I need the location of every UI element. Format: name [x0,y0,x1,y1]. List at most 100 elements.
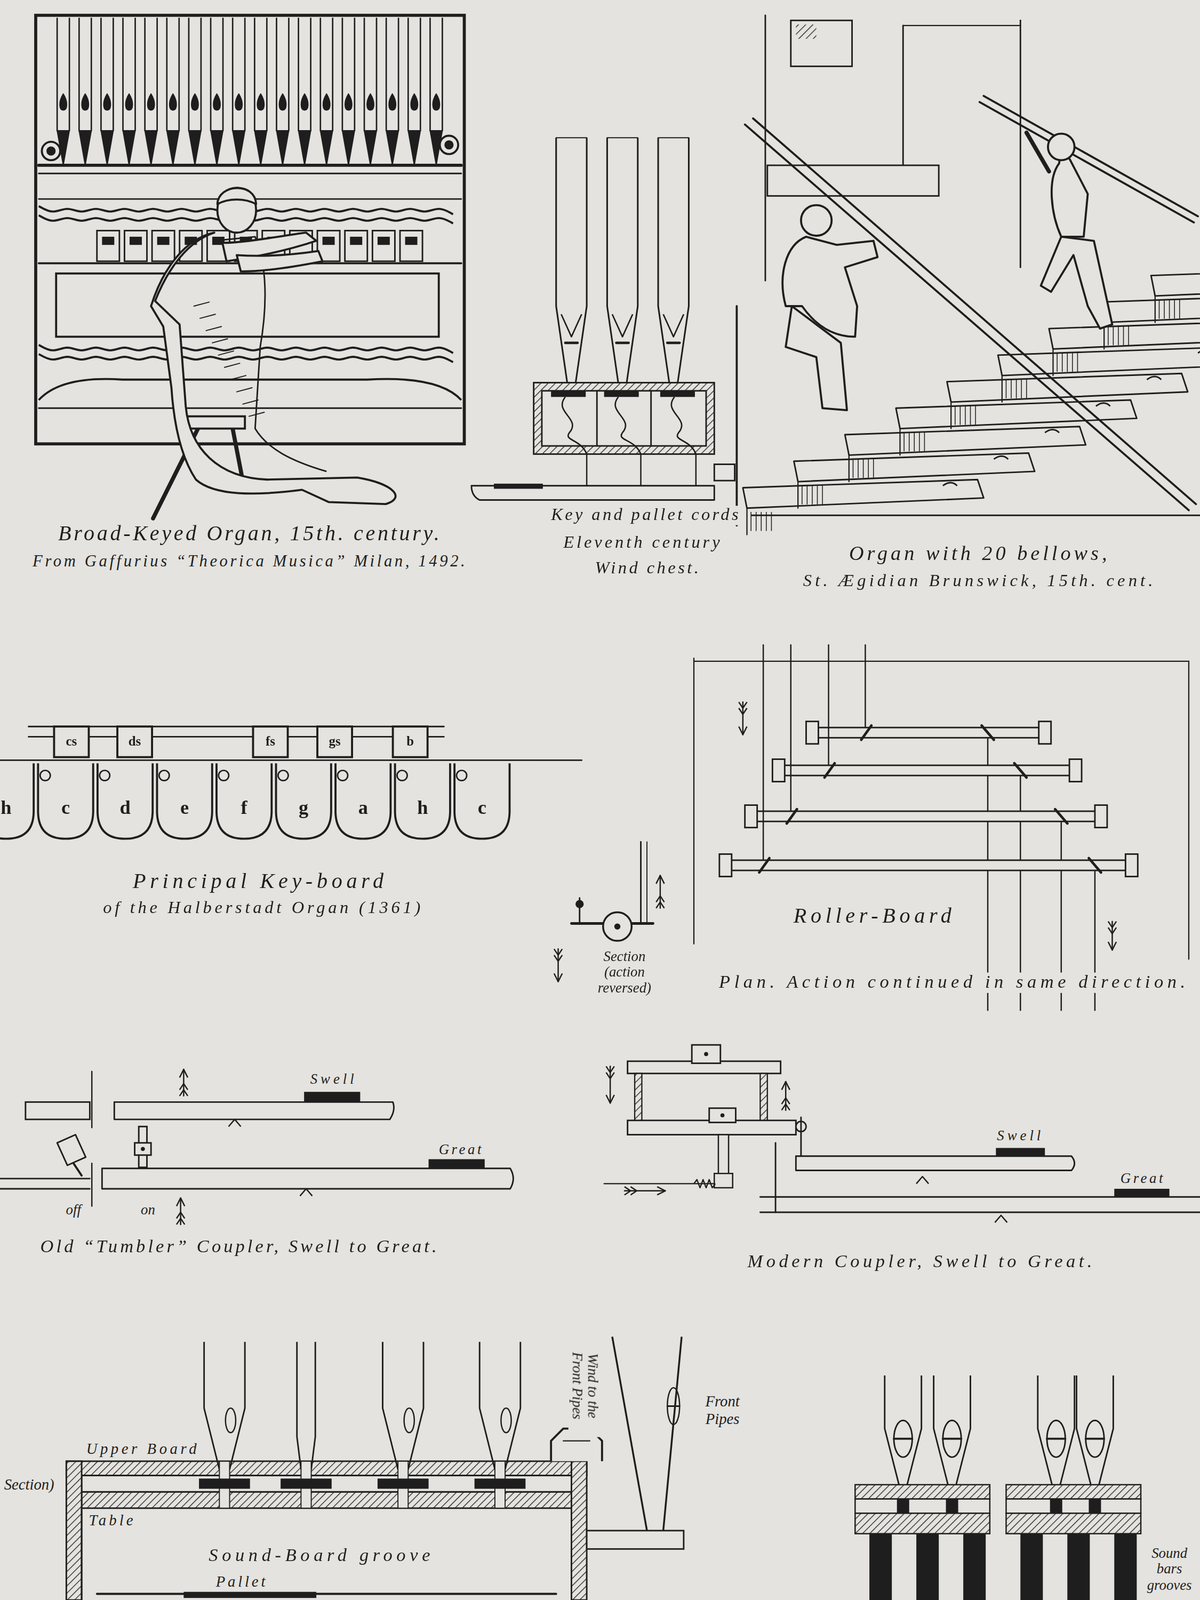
robe-hatching [218,350,234,356]
motion-arrow [179,1069,188,1096]
pallet [550,390,586,397]
pipe-mouth [410,93,418,111]
pipe-mouth [225,1408,236,1433]
broad-keyed-organ-illustration [35,15,465,519]
organ-pipe [505,1341,521,1470]
arrow-head [781,1081,790,1090]
robe-hatching [230,375,246,380]
scroll-ornament [444,140,453,149]
upper-key [393,726,428,757]
slider [474,1478,526,1489]
sound-bar [963,1533,986,1600]
tracker [790,644,792,811]
wall-line [764,15,767,281]
arrow-feather [176,1212,185,1219]
coupler-pin [720,1113,725,1118]
roller-arm [758,858,770,873]
bellows-hatching [852,459,854,478]
bellows-hatching [1072,353,1074,372]
part-label: Section) [2,1476,57,1494]
roller-bearing [1094,805,1108,828]
guide-line [604,1182,715,1184]
organ-pipe [363,18,366,131]
table-board [1005,1513,1141,1534]
robe-hatching [212,338,228,343]
bellows-hatching [817,485,819,504]
bellows-board [1100,293,1200,323]
upper-board [1005,1484,1141,1500]
pipe-foot [386,130,399,166]
pipe-mouth [432,93,440,111]
figure-source: of the Halberstadt Organ (1361) [100,898,426,918]
case-rail [38,172,462,175]
sound-bar [916,1533,939,1600]
organ-pipe [1060,1375,1075,1485]
keyboard-illustration [0,726,582,839]
bellows-handle [994,456,1009,460]
groove-wall [81,1508,83,1600]
key-pad [493,483,543,490]
organ-pipe [354,18,356,131]
key-letter: b [404,734,416,749]
lower-key [37,763,93,839]
key-rail [0,759,582,762]
part-label: off [64,1202,84,1218]
part-label: Table [86,1512,139,1530]
picture-frame [35,15,465,445]
organ-pipe [297,18,300,131]
stool-seat [183,416,245,429]
bellows-hatching [857,459,859,478]
organ-pipe [956,1375,971,1485]
key-stub [0,1177,90,1180]
frame-line [693,658,695,944]
table-board [854,1513,990,1534]
roller-arm [1088,858,1101,873]
roller-bearing [772,758,785,782]
bellows-hatching [1067,353,1069,372]
pipe-mouth [667,1387,680,1425]
pipe-languid [667,341,680,344]
bellows-side [1052,348,1054,376]
figure-caption: Organ with 20 bellows, [846,541,1112,565]
roller-arm [1054,809,1068,824]
arrow-feather [1108,927,1117,934]
key-letter: fs [263,734,278,749]
organ-pipe [122,18,124,131]
lower-key [454,763,510,839]
organ-pipe [253,18,256,131]
bellows-hatching [1061,353,1063,372]
bellows-hatching [1005,379,1007,398]
bellows-hatching [801,485,803,504]
bellows-side [848,454,850,482]
arrow-feather [656,901,664,908]
bellows-hatching [903,432,905,451]
slider [280,1478,332,1489]
key-notch [396,770,407,781]
swell-key [795,1156,1075,1171]
organ-pipe [288,18,290,131]
pipe-languid [893,1437,912,1440]
bellows-hatching [908,432,910,451]
organist-cap [217,188,257,205]
key-head [428,1158,485,1168]
key-head [995,1147,1045,1156]
figure-caption: Plan. Action continued in same direction… [716,972,1191,994]
upper-board [66,1461,587,1476]
bellows-treader-legs [785,306,847,411]
pipe-languid [942,1437,962,1440]
arrow-head [656,875,664,884]
figure-caption: Roller-Board [791,904,958,928]
bellows-side [1001,375,1003,403]
bellows-hatching [1117,326,1119,345]
pallet-cord [562,396,587,454]
organ-pipe [275,18,278,131]
organ-pipe [1099,1375,1114,1485]
organ-key [124,230,147,261]
figure-caption: Modern Coupler, Swell to Great. [745,1252,1098,1273]
organ-pipe [134,18,136,131]
roller-bearing [1125,853,1138,877]
pipe-languid [667,1405,680,1407]
key-rail [28,725,445,728]
key-mark [129,236,142,245]
